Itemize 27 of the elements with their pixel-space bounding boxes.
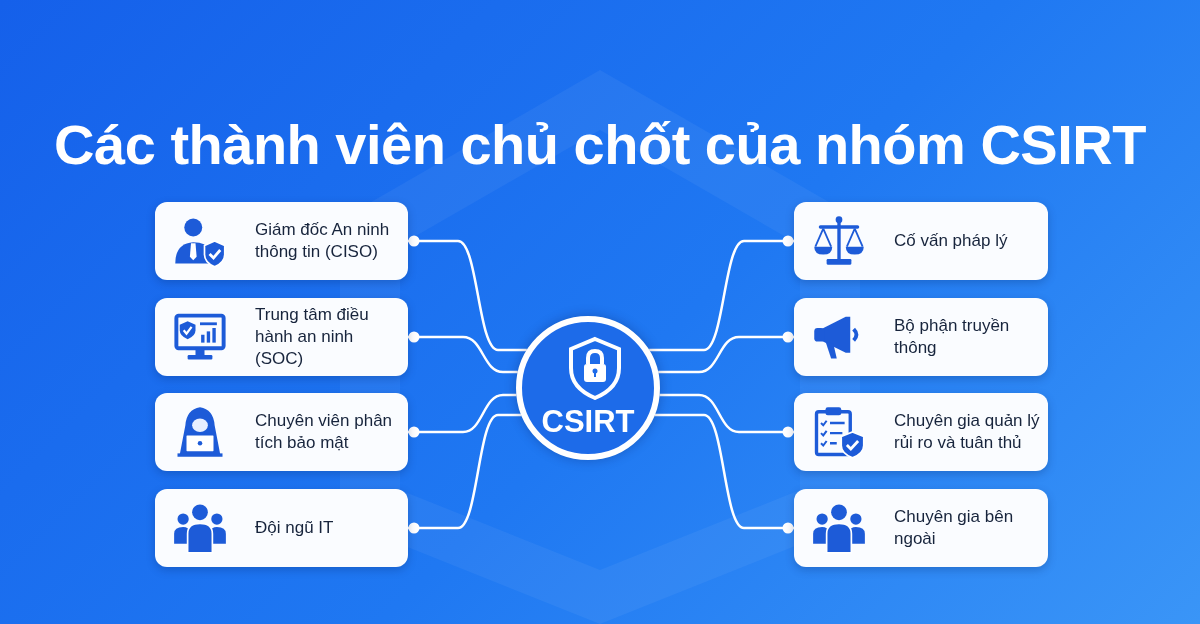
connector-line [408,393,517,438]
connector-line [408,413,522,534]
member-card [155,393,408,471]
member-card [794,489,1048,567]
connector-line [658,331,794,374]
hub-circle [516,316,660,460]
member-label: Giám đốc An ninh thông tin (CISO) [255,219,391,263]
connector-line [408,331,518,374]
member-label: Chuyên viên phân tích bảo mật [255,410,394,454]
member-label: Cố vấn pháp lý [894,230,1009,252]
connector-line [408,235,527,352]
member-card [155,298,408,376]
title: Các thành viên chủ chốt của nhóm CSIRT [53,112,1147,177]
member-card [155,202,408,280]
connector-line [659,393,794,438]
member-card [794,393,1048,471]
connector-line [649,235,794,352]
connector-line [654,413,794,534]
member-label: Chuyên gia quản lý rủi ro và tuân thủ [894,410,1041,454]
member-card [155,489,408,567]
hub-title: CSIRT [540,404,636,440]
member-label: Đội ngũ IT [255,517,335,539]
member-label: Bộ phận truyền thông [894,315,1011,359]
member-card [794,202,1048,280]
member-card [794,298,1048,376]
member-label: Chuyên gia bên ngoài [894,506,1015,550]
member-label: Trung tâm điều hành an ninh (SOC) [255,304,370,370]
